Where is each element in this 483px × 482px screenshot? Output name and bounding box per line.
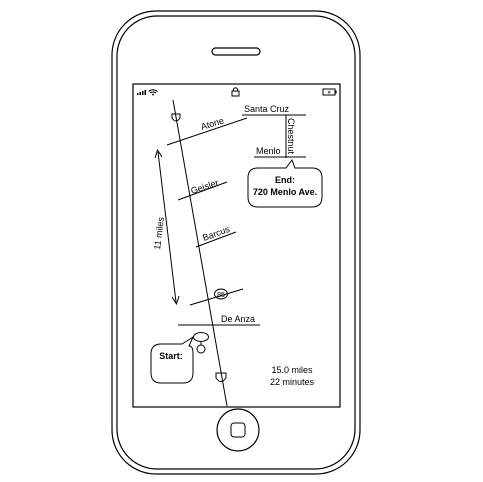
route-start-marker-icon <box>215 372 227 382</box>
screen <box>132 83 341 408</box>
end-callout-address: 720 Menlo Ave. <box>253 187 317 197</box>
menlo-label: Menlo <box>256 146 281 156</box>
atone-street <box>166 117 248 146</box>
phone-inner-frame <box>116 15 356 470</box>
signal-bars-icon <box>137 90 146 95</box>
start-callout-bubble <box>150 335 195 384</box>
chestnut-label: Chestnut <box>286 118 296 155</box>
highway-85-shield-icon <box>214 288 228 300</box>
highway-85-label: 85 <box>217 292 225 299</box>
distance-arrow <box>154 148 180 306</box>
home-button-icon <box>230 422 246 438</box>
start-callout-title: Start: <box>159 351 183 361</box>
route-end-marker-icon <box>171 113 181 122</box>
lock-icon <box>231 87 240 97</box>
barcus-label: Barcus <box>201 224 231 243</box>
route-distance-summary: 15.0 miles <box>271 365 313 375</box>
distance-marker-label: 11 miles <box>152 216 166 250</box>
de-anza-label: De Anza <box>221 314 255 324</box>
battery-charging-icon <box>322 88 337 96</box>
start-location-pin-icon <box>193 332 209 354</box>
wifi-icon <box>148 89 158 96</box>
home-button[interactable] <box>216 408 260 452</box>
main-route-line <box>172 99 228 407</box>
map: Santa Cruz Atone Chestnut Menlo End: 720… <box>150 99 323 407</box>
status-bar <box>137 87 337 97</box>
end-callout-bubble <box>247 158 323 208</box>
phone-outer-frame <box>111 10 361 475</box>
speaker-slot-icon <box>211 47 261 56</box>
barcus-street <box>195 231 237 248</box>
santa-cruz-label: Santa Cruz <box>244 104 290 114</box>
route-duration-summary: 22 minutes <box>270 377 315 387</box>
geisler-street <box>177 181 228 201</box>
geisler-label: Geisler <box>190 178 220 196</box>
end-callout-title: End: <box>275 175 295 185</box>
